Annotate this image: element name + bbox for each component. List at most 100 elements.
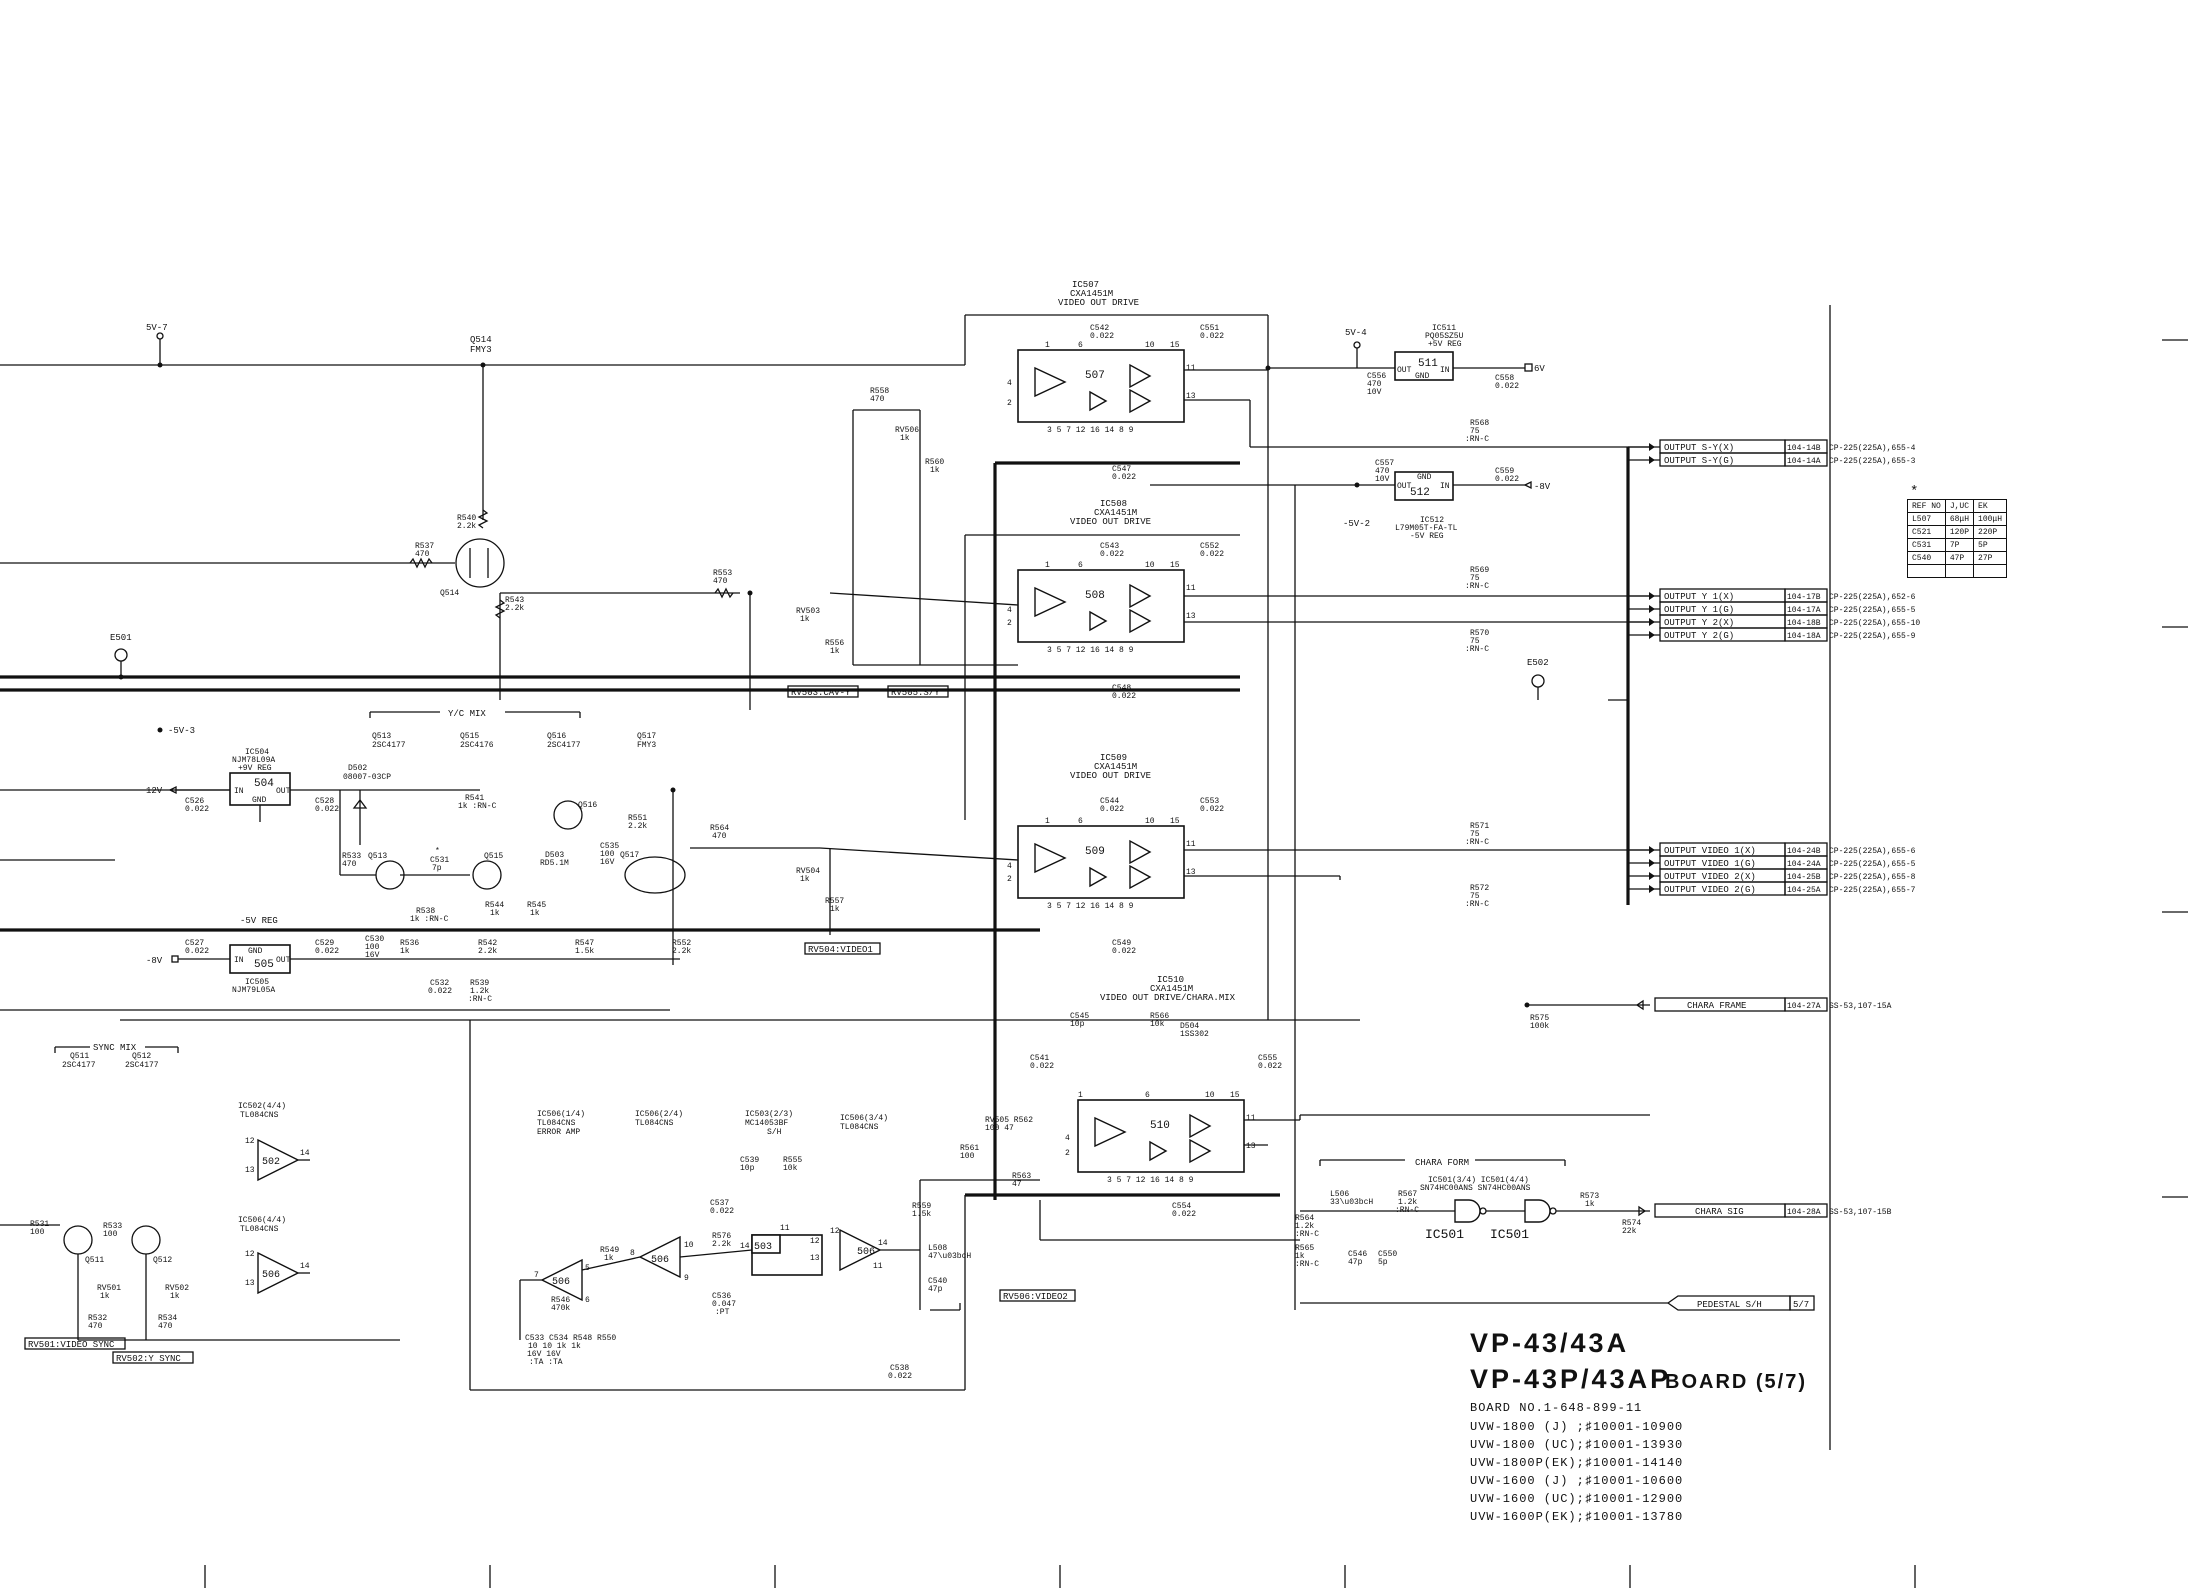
rv505-label: RV505:S/Y [891, 688, 940, 698]
svg-text:IC512: IC512 [1420, 516, 1444, 525]
svg-text:10: 10 [1145, 341, 1155, 350]
rv503-label: RV503:CAV-Y [791, 688, 851, 698]
svg-text:-5V REG: -5V REG [1410, 532, 1444, 541]
svg-text:C530: C530 [365, 935, 384, 944]
output-pin: 104-25A [1787, 886, 1821, 895]
svg-text:RV502: RV502 [165, 1284, 189, 1293]
svg-text:IC502(4/4): IC502(4/4) [238, 1102, 286, 1111]
svg-text:100: 100 [30, 1228, 45, 1237]
ref-table-header: J,UC [1944, 499, 1975, 513]
svg-text:10: 10 [684, 1241, 694, 1250]
chara-section: R575 100k CHARA FORM IC501(3/4) IC501(4/… [1295, 999, 1650, 1269]
output-label: OUTPUT VIDEO 2(X) [1664, 872, 1756, 882]
ic507-block: IC507 CXA1451M VIDEO OUT DRIVE 507 1 6 1… [964, 280, 1650, 1020]
output-label: OUTPUT VIDEO 1(X) [1664, 846, 1756, 856]
pedestal-label: PEDESTAL S/H [1697, 1300, 1762, 1310]
output-arrow [1649, 631, 1655, 639]
svg-text:75: 75 [1470, 892, 1480, 901]
ref-table-cell: 68μH [1944, 512, 1975, 526]
svg-text:C556: C556 [1367, 372, 1386, 381]
output-label: OUTPUT VIDEO 1(G) [1664, 859, 1756, 869]
output-dest: CP-225(225A),655-10 [1829, 619, 1920, 628]
ref-table-cell: C540 [1907, 551, 1946, 565]
output-arrow [1649, 859, 1655, 867]
svg-text:2SC4176: 2SC4176 [460, 741, 494, 750]
ref-table-cell: 100μH [1973, 512, 2008, 526]
svg-text:Q515: Q515 [460, 732, 479, 741]
svg-text:C550: C550 [1378, 1250, 1397, 1259]
e502-label: E502 [1527, 658, 1549, 668]
left-buses [0, 364, 1360, 1226]
svg-text:1k :RN-C: 1k :RN-C [410, 915, 449, 924]
svg-text:TL084CNS: TL084CNS [635, 1119, 674, 1128]
sync-mix-label: SYNC MIX [93, 1043, 137, 1053]
output-dest: CP-225(225A),655-4 [1829, 444, 1916, 453]
svg-text:C542: C542 [1090, 324, 1109, 333]
svg-text:FMY3: FMY3 [637, 741, 656, 750]
v8n-label: -8V [1534, 482, 1551, 492]
ref-table-cell: 220P [1973, 525, 2008, 539]
svg-text:1k: 1k [1585, 1200, 1595, 1209]
svg-text:RV506: RV506 [895, 426, 919, 435]
svg-text:14: 14 [740, 1242, 750, 1251]
svg-text:1.2k: 1.2k [1295, 1222, 1314, 1231]
output-arrow [1649, 592, 1655, 600]
ic511-regulator: 5V-4 IC511 PQ05SZ5U +5V REG 511 OUT IN G… [1265, 324, 1545, 397]
svg-text:10 10 1k 1k: 10 10 1k 1k [528, 1342, 581, 1351]
svg-text:R561: R561 [960, 1144, 979, 1153]
svg-text:1k: 1k [400, 947, 410, 956]
svg-text:3 5 7 12 16 14 8 9: 3 5 7 12 16 14 8 9 [1047, 902, 1134, 911]
svg-text:C535: C535 [600, 842, 619, 851]
svg-text:4: 4 [1065, 1134, 1070, 1143]
svg-text:IC506(3/4): IC506(3/4) [840, 1114, 888, 1123]
svg-text:502: 502 [262, 1157, 280, 1168]
svg-text:+5V REG: +5V REG [1428, 340, 1462, 349]
svg-text:Q513: Q513 [372, 732, 391, 741]
svg-text::RN-C: :RN-C [1465, 645, 1489, 654]
svg-text:15: 15 [1170, 341, 1180, 350]
output-dest: CP-225(225A),652-6 [1829, 593, 1916, 602]
svg-text:0.022: 0.022 [710, 1207, 734, 1216]
svg-text:507: 507 [1085, 370, 1105, 382]
title-line1: VP-43/43A [1470, 1328, 1629, 1358]
svg-text:0.022: 0.022 [1200, 332, 1224, 341]
svg-text:11: 11 [780, 1224, 790, 1233]
output-pin: 104-18A [1787, 632, 1821, 641]
svg-text:CXA1451M: CXA1451M [1094, 508, 1137, 518]
svg-text:R565: R565 [1295, 1244, 1314, 1253]
output-label: OUTPUT S-Y(X) [1664, 443, 1734, 453]
svg-text:R566: R566 [1150, 1012, 1169, 1021]
svg-text:506: 506 [857, 1247, 875, 1258]
svg-text:7p: 7p [432, 864, 442, 873]
svg-text:470: 470 [713, 577, 728, 586]
svg-text:GND: GND [1415, 372, 1430, 381]
svg-text:506: 506 [552, 1277, 570, 1288]
svg-text:10: 10 [1205, 1091, 1215, 1100]
output-pin: 104-14A [1787, 457, 1821, 466]
svg-text:R556: R556 [825, 639, 844, 648]
svg-text:RD5.1M: RD5.1M [540, 859, 569, 868]
ic504-regulator: IC504 NJM78L09A +9V REG 504 IN OUT GND 1… [146, 748, 480, 822]
svg-text:0.022: 0.022 [1172, 1210, 1196, 1219]
output-label: OUTPUT VIDEO 2(G) [1664, 885, 1756, 895]
svg-text:6: 6 [1145, 1091, 1150, 1100]
serial-line: UVW-1600 (J) ;♯10001-10600 [1470, 1474, 1683, 1488]
output-dest: CP-225(225A),655-5 [1829, 606, 1916, 615]
svg-text:0.022: 0.022 [1100, 805, 1124, 814]
svg-text:R576: R576 [712, 1232, 731, 1241]
svg-text:R564: R564 [1295, 1214, 1314, 1223]
svg-text:15: 15 [1230, 1091, 1240, 1100]
svg-text:C528: C528 [315, 797, 334, 806]
svg-text:33\u03bcH: 33\u03bcH [1330, 1198, 1373, 1207]
vr-labels: RV503:CAV-Y RV505:S/Y RV504:VIDEO1 RV506… [24, 685, 1076, 1364]
chara-sig-pin: 104-28A [1787, 1208, 1821, 1217]
svg-text:VIDEO OUT DRIVE/CHARA.MIX: VIDEO OUT DRIVE/CHARA.MIX [1100, 993, 1236, 1003]
q512-transistor [131, 1225, 161, 1255]
svg-text:R569: R569 [1470, 566, 1489, 575]
reg5n-label: -5V REG [240, 916, 278, 926]
svg-text:6: 6 [1078, 817, 1083, 826]
q514-section: 5V-7 Q514 FMY3 R540 2.2k Q514 R537 470 R… [146, 323, 753, 700]
yc-mix-group: Y/C MIX Q513 2SC4177 Q515 2SC4176 Q516 2… [369, 709, 656, 750]
svg-text:0.022: 0.022 [1112, 692, 1136, 701]
